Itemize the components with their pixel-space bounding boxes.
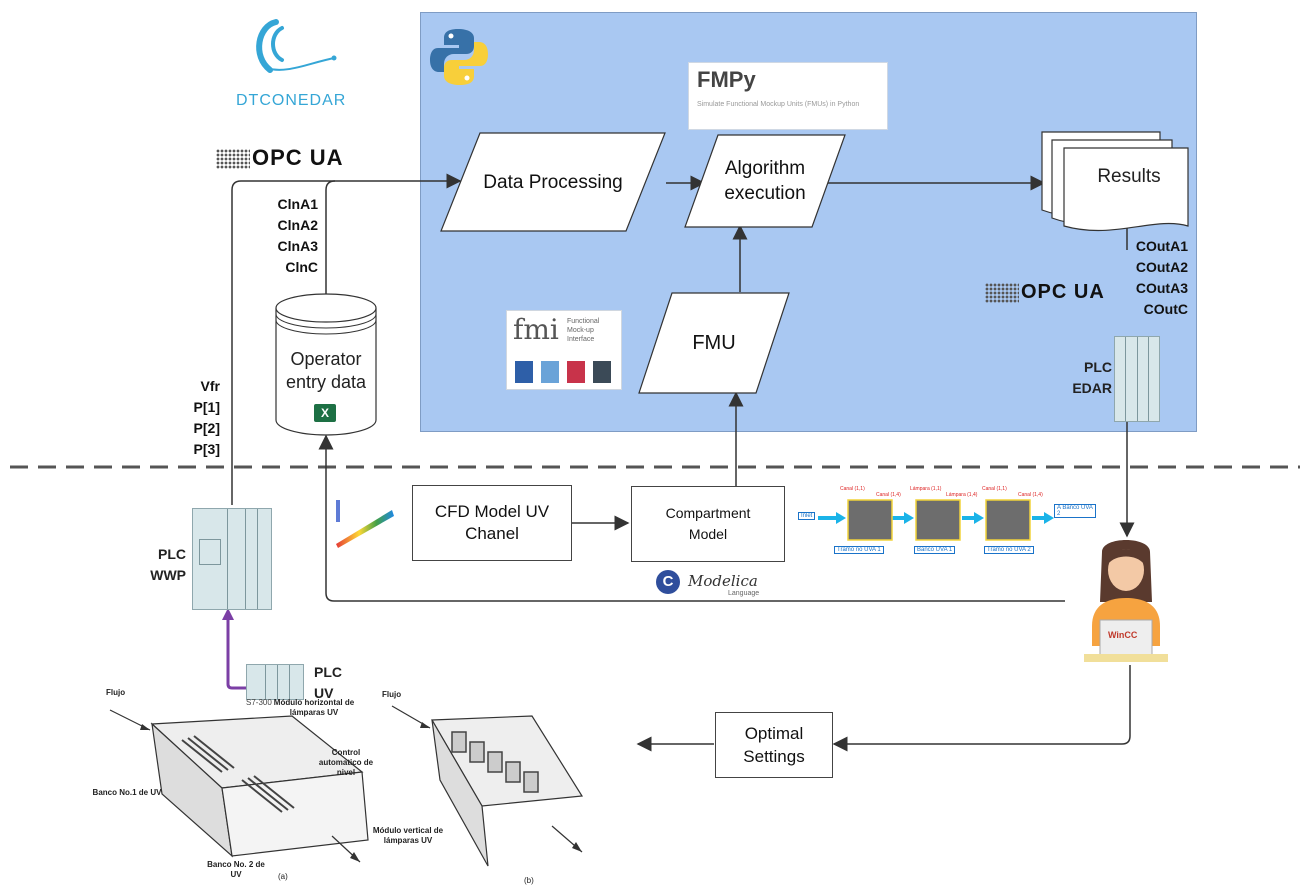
fmi-doc-icon <box>515 361 533 383</box>
plc-uv-icon <box>246 664 304 700</box>
chain-stage-label: Tramo no UVA 1 <box>834 546 884 554</box>
wincc-label: WinCC <box>1108 630 1138 640</box>
fmi-doc-icon <box>593 361 611 383</box>
operator-entry-data-node: Operator entry data X <box>274 292 378 438</box>
results-label: Results <box>1097 166 1161 187</box>
data-processing-label: Data Processing <box>483 171 623 193</box>
plc-signal-label: P[1] <box>193 399 220 415</box>
opcua-label: OPC UA <box>1021 281 1105 303</box>
modelica-name: Modelica <box>688 572 758 590</box>
modelica-icon: C <box>656 570 680 594</box>
plc-signal-label: P[3] <box>193 441 220 457</box>
fmpy-title: FMPy <box>697 67 756 92</box>
dtconedar-logo-icon <box>236 12 346 92</box>
data-processing-node: Data Processing <box>440 132 666 232</box>
plc-wwp-icon <box>192 508 272 610</box>
output-label: COutA2 <box>1135 259 1188 275</box>
opcua-logo-right: OPC UA <box>985 281 1105 304</box>
chain-start-label: Inlet <box>798 512 816 520</box>
operator-entry-label: Operator entry data <box>285 349 367 392</box>
plc-uv-label: PLC UV <box>314 664 342 701</box>
cfd-image-icon <box>334 498 396 548</box>
chain-top-label: Canal (1,1) <box>982 486 1007 492</box>
fmu-label: FMU <box>692 331 736 354</box>
input-label: ClnA3 <box>277 238 318 254</box>
fmu-node: FMU <box>638 292 790 394</box>
chain-stage-label: Tramo no UVA 2 <box>984 546 1034 554</box>
algorithm-execution-label: Algorithm execution <box>724 158 806 204</box>
input-label: ClnC <box>285 259 318 275</box>
output-label: COutC <box>1143 301 1188 317</box>
input-labels: ClnA1 ClnA2 ClnA3 ClnC <box>262 194 318 278</box>
fmi-doc-icon <box>541 361 559 383</box>
chain-stage-label: Banco UVA 1 <box>914 546 956 554</box>
chain-top-label: Canal (1,4) <box>1018 492 1043 498</box>
modelica-logo: C Modelica Language <box>656 566 806 600</box>
banco2-label: Banco No. 2 de UV <box>207 860 265 879</box>
fmi-title: Functional Mock-up Interface <box>567 318 600 343</box>
opcua-logo-top: OPC UA <box>216 145 344 171</box>
fmpy-card: FMPy Simulate Functional Mockup Units (F… <box>688 62 888 130</box>
fmi-doc-icon <box>567 361 585 383</box>
horizontal-module-label: Módulo horizontal de lámparas UV <box>273 698 355 717</box>
chain-top-label: Canal (1,1) <box>840 486 865 492</box>
s7-label: S7-300 <box>246 698 272 707</box>
flujo-label-a: Flujo <box>106 688 126 697</box>
chain-top-label: Lámpara (1,1) <box>910 486 942 492</box>
input-label: ClnA2 <box>277 217 318 233</box>
compartment-model-node: Compartment Model <box>631 486 785 562</box>
plc-signal-label: Vfr <box>200 378 220 394</box>
opcua-dots-icon <box>985 282 1019 303</box>
output-label: COutA3 <box>1135 280 1188 296</box>
fmi-letters: fmi <box>513 313 559 346</box>
fmpy-subtitle: Simulate Functional Mockup Units (FMUs) … <box>697 101 860 108</box>
chain-end-label: A Banco UVA 2 <box>1054 504 1096 518</box>
opcua-label: OPC UA <box>252 145 344 170</box>
plc-signal-labels: Vfr P[1] P[2] P[3] <box>170 376 220 460</box>
flujo-label-b: Flujo <box>382 690 402 699</box>
cfd-model-node: CFD Model UV Chanel <box>412 485 572 561</box>
modelica-sub: Language <box>728 590 760 597</box>
banco1-label: Banco No.1 de UV <box>92 788 162 797</box>
algorithm-execution-node: Algorithm execution <box>684 134 846 228</box>
dtconedar-text: DTCONEDAR <box>236 92 347 109</box>
figure-a-label: (a) <box>278 872 288 881</box>
plc-signal-label: P[2] <box>193 420 220 436</box>
compartment-chain: Inlet Canal (1,1) Canal (1,4) Lámpara (1… <box>796 482 1096 568</box>
input-label: ClnA1 <box>277 196 318 212</box>
results-node: Results <box>1040 128 1192 234</box>
output-label: COutA1 <box>1135 238 1188 254</box>
control-label: Control automatico de nivel <box>318 748 374 777</box>
plc-edar-icon <box>1114 336 1160 422</box>
plc-edar-label: PLC EDAR <box>1072 359 1112 396</box>
plc-wwp-label: PLC WWP <box>150 546 186 583</box>
excel-icon: X <box>314 404 336 422</box>
python-logo-icon <box>428 26 490 88</box>
figure-b-label: (b) <box>524 876 534 885</box>
opcua-dots-icon <box>216 149 250 170</box>
vertical-module-label: Módulo vertical de lámparas UV <box>372 826 444 845</box>
chain-top-label: Lámpara (1,4) <box>946 492 978 498</box>
optimal-settings-node: Optimal Settings <box>715 712 833 778</box>
output-labels: COutA1 COutA2 COutA3 COutC <box>1120 236 1188 320</box>
fmi-logo: fmi Functional Mock-up Interface <box>506 310 622 390</box>
chain-top-label: Canal (1,4) <box>876 492 901 498</box>
operator-person-icon: WinCC <box>1080 536 1172 664</box>
uv-channel-figure: Flujo Módulo horizontal de lámparas UV C… <box>92 676 602 888</box>
